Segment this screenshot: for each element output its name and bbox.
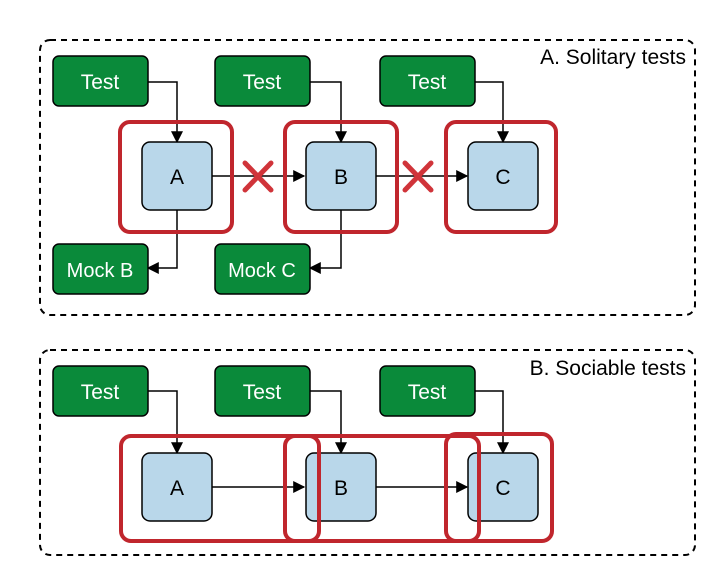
connector-b-to-mock-c — [308, 210, 342, 274]
unit-box-a — [141, 452, 213, 522]
connector-test-to-c — [475, 81, 509, 144]
mock-c-box — [214, 243, 311, 295]
connector-test-to-b — [310, 390, 347, 455]
connector-test-to-b — [310, 81, 347, 144]
panel-solitary-title: A. Solitary tests — [540, 46, 686, 69]
cross-icon — [242, 160, 274, 193]
test-label: Test — [243, 381, 282, 404]
scope-box-a-b — [119, 434, 321, 543]
test-box — [52, 55, 149, 107]
test-label: Test — [243, 71, 282, 94]
unit-box-b — [305, 452, 377, 522]
unit-box-b — [305, 141, 377, 211]
connector-test-to-a — [148, 81, 183, 144]
unit-label-a: A — [170, 477, 184, 500]
connector-test-to-a — [148, 390, 183, 455]
test-box — [214, 55, 311, 107]
test-box — [379, 55, 476, 107]
scope-box-c — [444, 120, 558, 234]
mock-b-box — [52, 243, 149, 295]
unit-label-b: B — [334, 166, 348, 189]
scope-box-b — [283, 120, 399, 234]
panel-sociable: B. Sociable tests Test Test Test A B C — [39, 349, 696, 556]
test-label: Test — [81, 71, 120, 94]
scope-box-a — [118, 120, 234, 234]
scope-box-c — [444, 432, 554, 543]
scope-box-b-c — [283, 434, 481, 543]
mock-c-label: Mock C — [228, 260, 296, 282]
test-label: Test — [81, 381, 120, 404]
unit-box-c — [467, 452, 539, 522]
unit-label-a: A — [170, 166, 184, 189]
test-label: Test — [408, 71, 447, 94]
panel-sociable-frame — [39, 349, 696, 556]
panel-solitary-frame — [39, 39, 696, 316]
mock-b-label: Mock B — [67, 260, 134, 282]
unit-label-b: B — [334, 477, 348, 500]
unit-box-c — [467, 141, 539, 211]
cross-icon — [402, 160, 434, 193]
test-label: Test — [408, 381, 447, 404]
unit-box-a — [141, 141, 213, 211]
unit-label-c: C — [495, 166, 510, 189]
panel-solitary: A. Solitary tests Test Test Test A B C M… — [39, 39, 696, 316]
panel-sociable-title: B. Sociable tests — [530, 357, 686, 380]
connector-a-to-mock-b — [146, 210, 178, 274]
test-box — [52, 365, 149, 417]
unit-label-c: C — [495, 477, 510, 500]
test-box — [379, 365, 476, 417]
test-box — [214, 365, 311, 417]
